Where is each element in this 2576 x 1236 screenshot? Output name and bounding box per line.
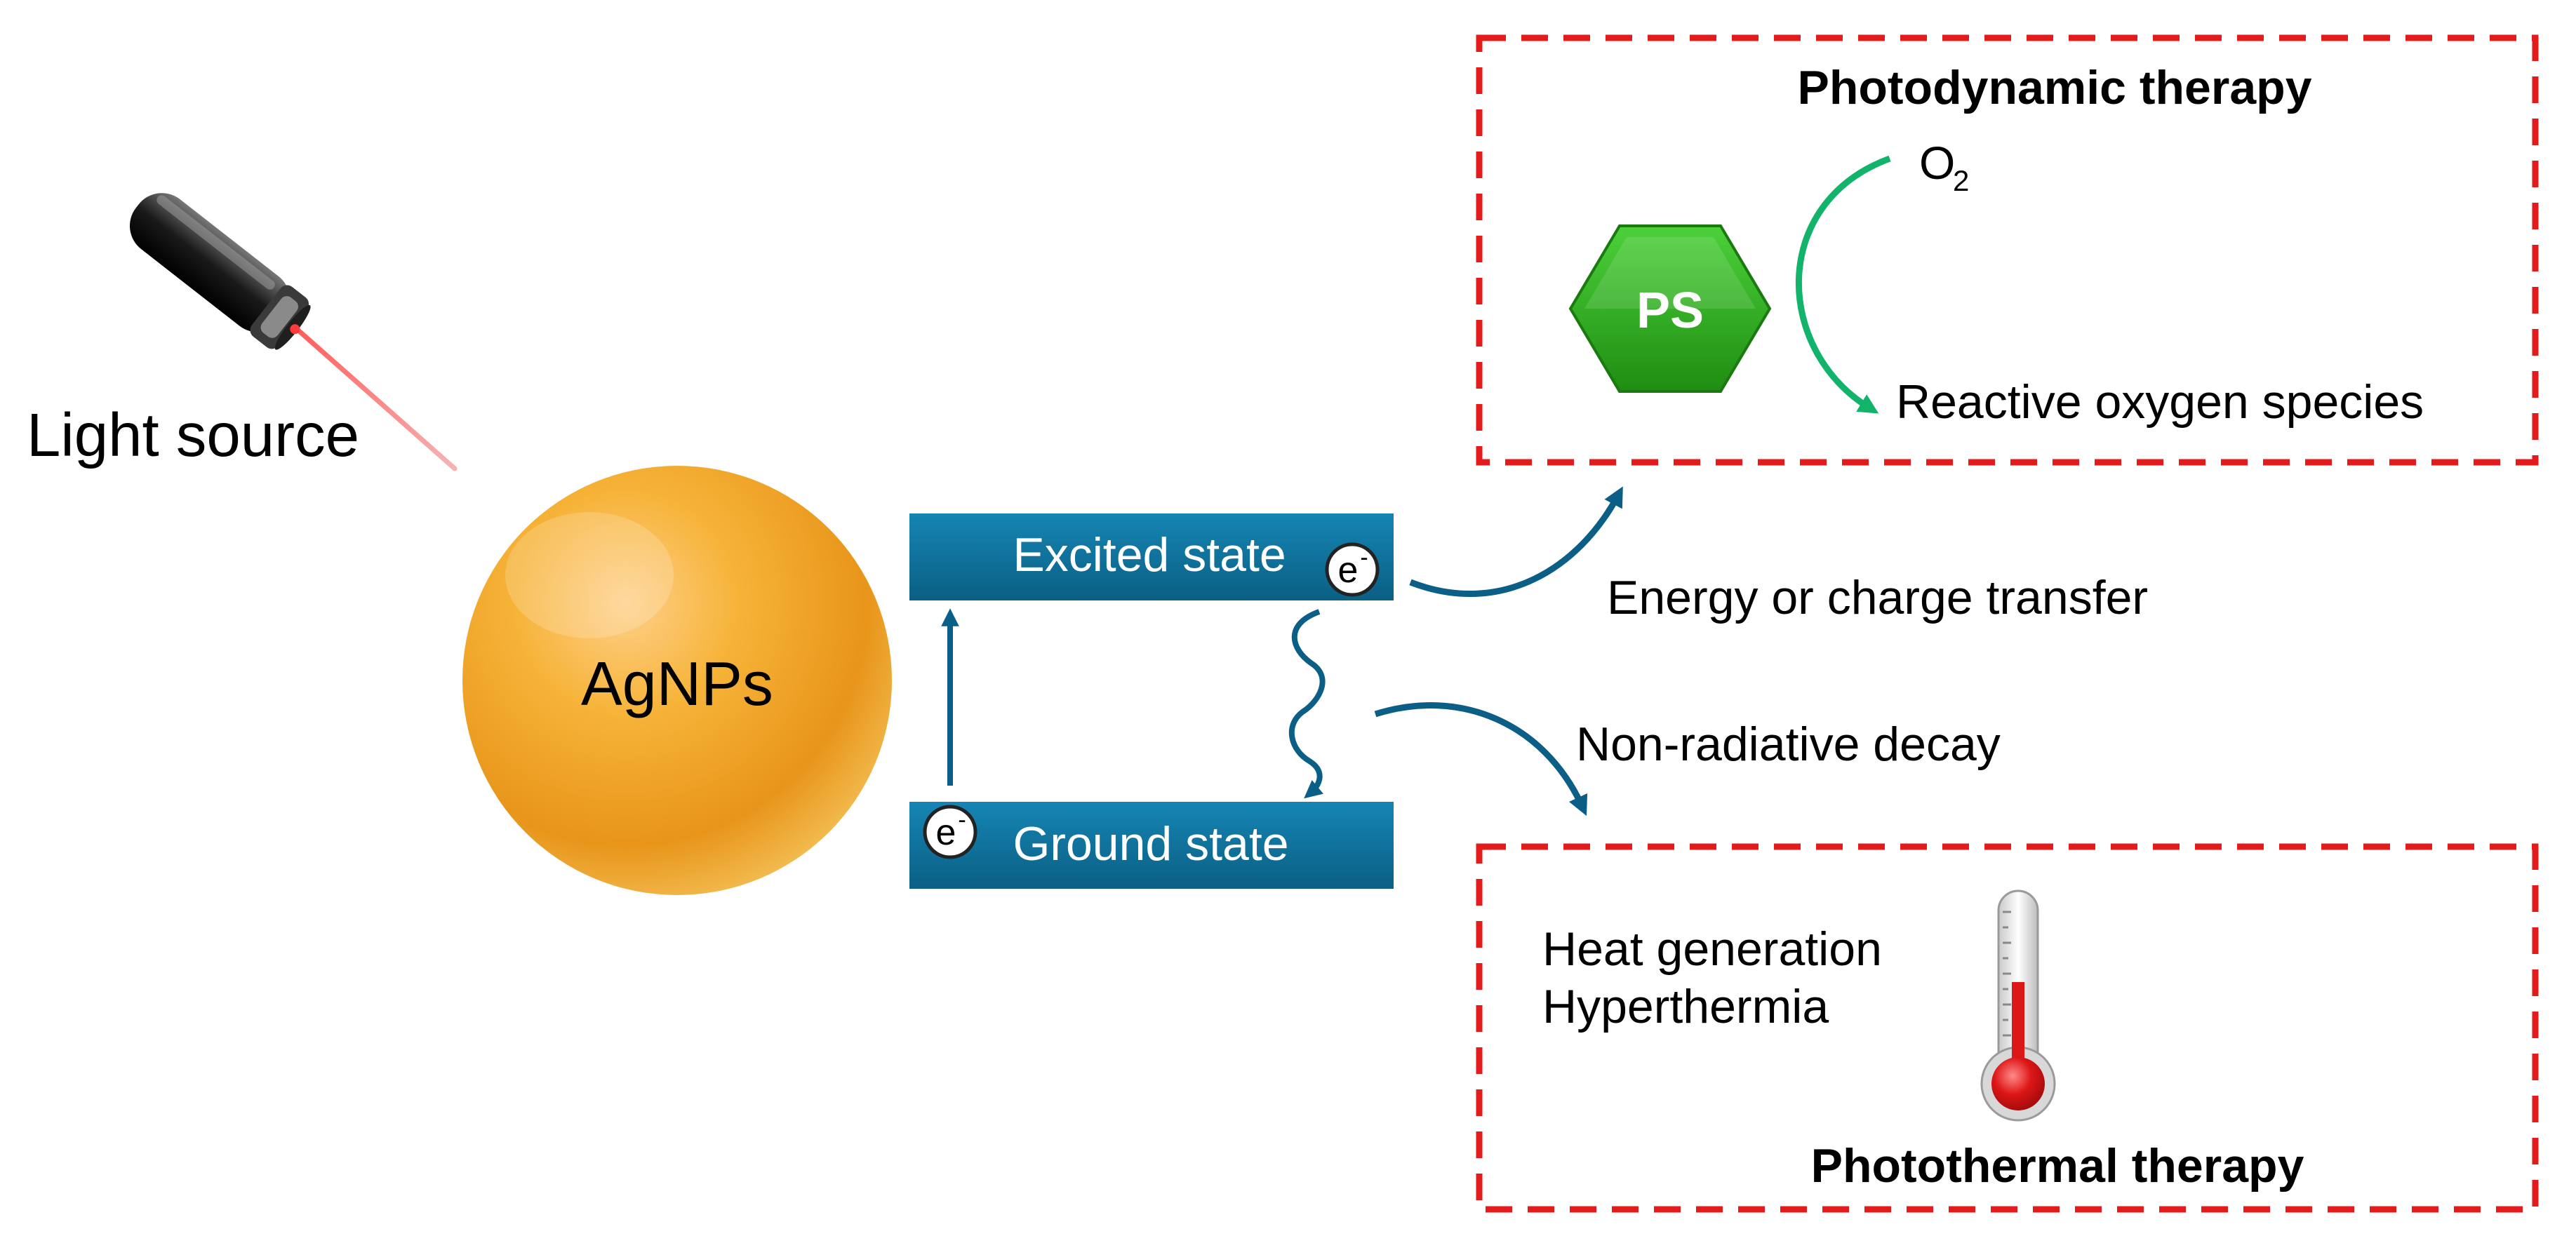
transition-arrows: Energy or charge transfer Non-radiative …	[1374, 486, 2148, 817]
excited-electron-icon: e -	[1325, 542, 1380, 597]
energy-states: Excited state e - Ground state e -	[909, 513, 1394, 889]
ground-electron-symbol: e	[936, 812, 956, 853]
relaxation-wavy-arrow	[1288, 609, 1326, 799]
photodynamic-border	[1476, 34, 2539, 466]
thermometer-icon	[1980, 889, 2056, 1122]
ros-label: Reactive oxygen species	[1896, 375, 2424, 429]
agnp-label: AgNPs	[581, 649, 773, 718]
non-radiative-label: Non-radiative decay	[1576, 718, 2001, 771]
ground-state-box	[909, 802, 1394, 889]
ground-electron-icon: e -	[923, 805, 977, 859]
energy-transfer-arrow	[1409, 486, 1623, 597]
pdt-curved-arrow	[1796, 155, 1891, 414]
photosensitizer-label: PS	[1636, 283, 1704, 339]
oxygen-symbol: O	[1919, 137, 1955, 189]
photothermal-title: Photothermal therapy	[1811, 1139, 2304, 1193]
non-radiative-arrow	[1374, 702, 1588, 817]
light-source-label: Light source	[27, 401, 359, 469]
excited-electron-charge: -	[1360, 544, 1368, 571]
agnp-sphere: AgNPs	[462, 466, 892, 895]
excited-electron-symbol: e	[1338, 550, 1359, 591]
photothermal-border	[1476, 843, 2539, 1213]
photodynamic-therapy-panel: Photodynamic therapy PS O 2 Reactive oxy…	[1476, 34, 2539, 466]
excited-state-label: Excited state	[1013, 528, 1286, 582]
hyperthermia-label: Hyperthermia	[1542, 980, 1829, 1033]
ground-electron-charge: -	[958, 807, 966, 833]
photosensitizer-icon: PS	[1568, 224, 1772, 393]
heat-generation-label: Heat generation	[1542, 922, 1882, 976]
nanoparticle-sphere	[462, 466, 892, 895]
ground-state-label: Ground state	[1013, 817, 1288, 871]
photodynamic-title: Photodynamic therapy	[1797, 61, 2311, 114]
light-source: Light source	[27, 193, 458, 471]
energy-transfer-label: Energy or charge transfer	[1607, 571, 2148, 624]
laser-pointer-icon	[129, 193, 311, 350]
oxygen-label: O 2	[1919, 137, 1969, 197]
laser-beam	[288, 321, 458, 471]
oxygen-subscript: 2	[1953, 164, 1969, 197]
excited-state-box	[909, 513, 1394, 600]
photothermal-therapy-panel: Heat generation Hyperthermia Phototherma…	[1476, 843, 2539, 1213]
